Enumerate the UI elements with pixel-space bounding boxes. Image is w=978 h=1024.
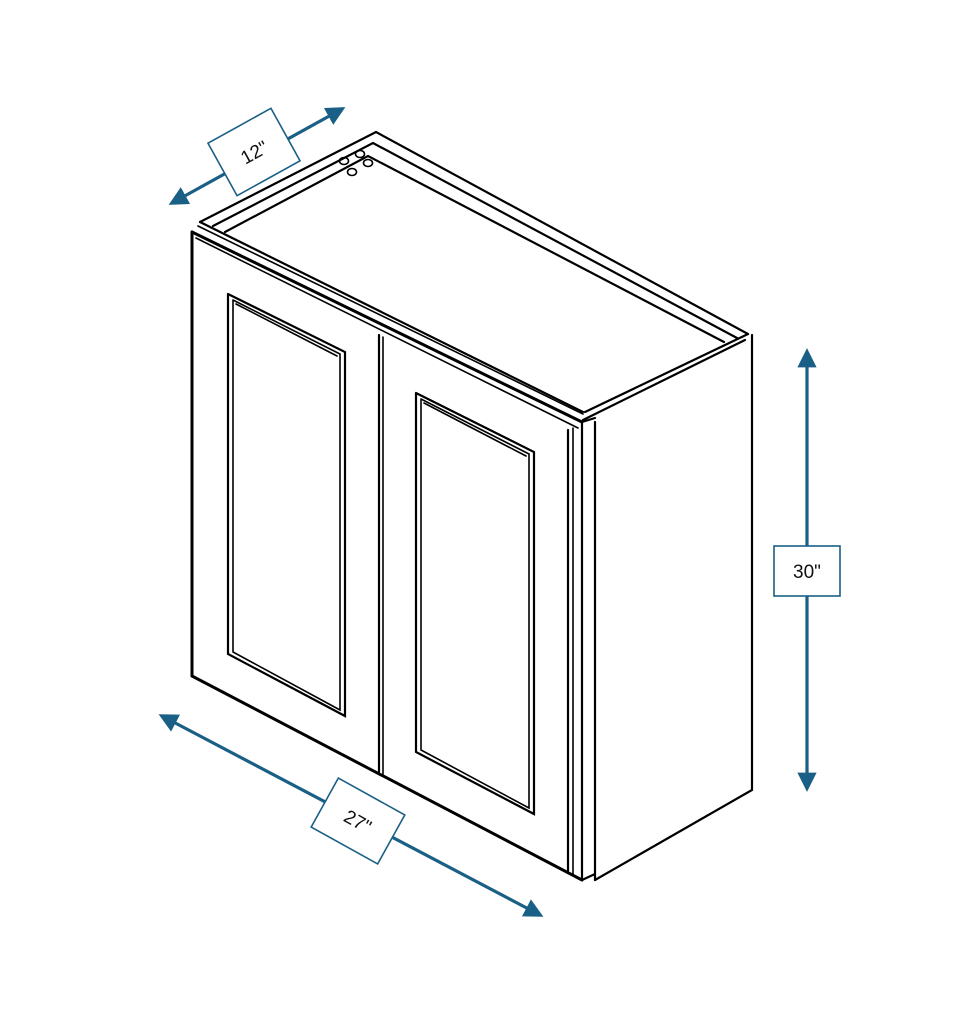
hanging-holes bbox=[338, 149, 374, 177]
depth-label-box bbox=[206, 107, 302, 197]
height-label: 30" bbox=[793, 562, 821, 583]
right-door[interactable] bbox=[414, 391, 536, 816]
dimension-height: 30" bbox=[773, 348, 841, 792]
height-label-box bbox=[773, 545, 841, 597]
center-stile bbox=[377, 333, 384, 775]
left-door[interactable] bbox=[226, 292, 347, 718]
cabinet-right-side bbox=[593, 333, 754, 882]
width-label-box bbox=[310, 777, 406, 865]
dimension-width: 27" bbox=[158, 714, 544, 917]
cabinet bbox=[190, 130, 754, 882]
dimension-depth: 12" bbox=[168, 107, 346, 205]
